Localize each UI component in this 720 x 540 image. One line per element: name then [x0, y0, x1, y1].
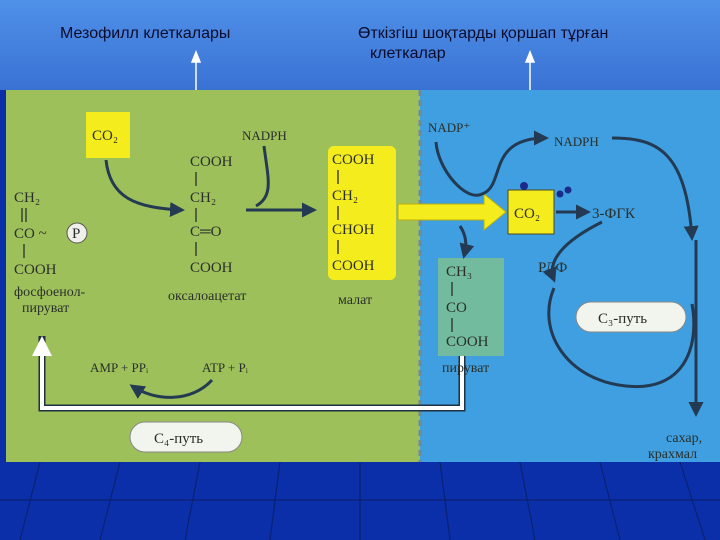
pyr-co: CO — [446, 300, 467, 316]
c3-path-label: C₃-путь — [598, 311, 647, 327]
pep-p: P — [72, 226, 80, 242]
co2-to-oaa-arrow — [104, 159, 185, 217]
co2-left: CO₂ — [92, 128, 118, 144]
co2-left-highlight — [86, 112, 130, 158]
pyruvate-return-loop — [32, 336, 464, 410]
malate-to-pyruvate-arrow — [458, 225, 475, 259]
pep-co: CO ~ — [14, 226, 47, 242]
oaa-co: C═O — [190, 224, 222, 240]
oaa-cooh-bottom: COOH — [190, 260, 233, 276]
malate-highlight — [328, 146, 396, 280]
pyr-cooh: COOH — [446, 334, 489, 350]
bottom-grid — [0, 461, 720, 540]
c4-pathway-diagram: CO₂ NADPH CH₂ CO ~ P COOH фосфоенол- пир… — [6, 90, 720, 462]
pep-ch2: CH₂ — [14, 190, 40, 206]
sugar-label-1: сахар, — [666, 431, 702, 446]
oaa-ch2: CH₂ — [190, 190, 216, 206]
malate-cooh-top: COOH — [332, 152, 375, 168]
pep-label-1: фосфоенол- — [14, 285, 86, 300]
c3-cycle-arrow — [547, 287, 696, 389]
oaa-cooh-top: COOH — [190, 154, 233, 170]
co2-right: CO₂ — [514, 206, 540, 222]
malate-ch2: CH₂ — [332, 188, 358, 204]
bundle-caption-line1: Өткізгіш шоқтарды қоршап тұрған — [358, 25, 609, 42]
malate-label: малат — [338, 293, 372, 308]
malate-choh: CHOH — [332, 222, 375, 238]
nadph-left: NADPH — [242, 128, 287, 143]
bundle-caption-line2: клеткалар — [370, 45, 446, 62]
amp-label: AMP + PPᵢ — [90, 360, 149, 375]
pep-structure: CH₂ CO ~ P COOH фосфоенол- пируват — [14, 190, 88, 316]
atp-amp-arrow — [129, 378, 214, 399]
pep-label-2: пируват — [22, 301, 69, 316]
oxaloacetate-structure: COOH CH₂ C═O COOH оксалоацетат — [168, 154, 246, 304]
malate-transport-arrow — [397, 192, 507, 232]
nadph-to-sugar-arrow — [611, 136, 699, 241]
nadp-right: NADP⁺ — [428, 120, 470, 135]
malate-cooh-bottom: COOH — [332, 258, 375, 274]
co2-dot-2 — [556, 190, 564, 198]
co2-right-highlight — [507, 189, 555, 235]
co2-dot-3 — [564, 186, 572, 194]
c4-path-label: C₄-путь — [154, 431, 203, 447]
nadph-right: NADPH — [554, 134, 599, 149]
pyr-ch3: CH₃ — [446, 264, 472, 280]
c4-path-pill — [129, 421, 243, 453]
pep-cooh: COOH — [14, 262, 57, 278]
c3-path-pill — [575, 301, 687, 333]
phosphate-circle — [66, 222, 88, 244]
pyr-label: пируват — [442, 361, 489, 376]
pyruvate-highlight — [438, 258, 504, 356]
caption-pointers — [190, 49, 536, 110]
nadp-to-nadph-arrow — [434, 130, 549, 197]
bundle-sheath-cells-caption: Өткізгіш шоқтарды қоршап тұрған клеткала… — [358, 24, 688, 64]
mesophyll-cells-caption: Мезофилл клеткалары — [60, 25, 231, 42]
pga-to-rdf-arrow — [542, 220, 603, 283]
atp-label: ATP + Pᵢ — [202, 360, 249, 375]
oaa-label: оксалоацетат — [168, 289, 246, 304]
oaa-to-malate-arrow — [246, 145, 314, 210]
co2-dot-1 — [520, 182, 528, 190]
pga-label: 3-ФГК — [592, 206, 636, 222]
malate-structure: COOH CH₂ CHOH COOH малат — [332, 152, 375, 308]
sugar-label-2: крахмал — [648, 447, 697, 462]
caption-band — [0, 0, 720, 90]
